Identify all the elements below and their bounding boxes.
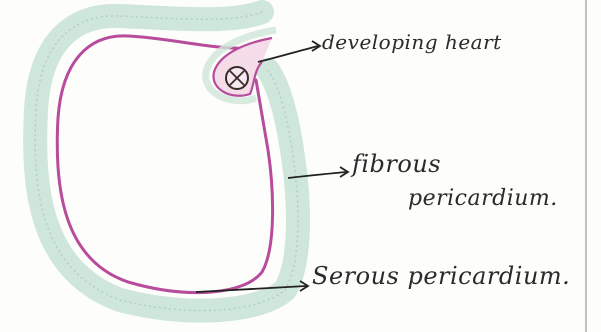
label-fibrous-line1: fibrous	[352, 150, 441, 178]
label-developing-heart: developing heart	[322, 30, 502, 54]
label-fibrous-line2: pericardium.	[408, 186, 558, 211]
developing-heart	[226, 67, 248, 89]
label-serous-pericardium: Serous pericardium.	[312, 262, 570, 290]
